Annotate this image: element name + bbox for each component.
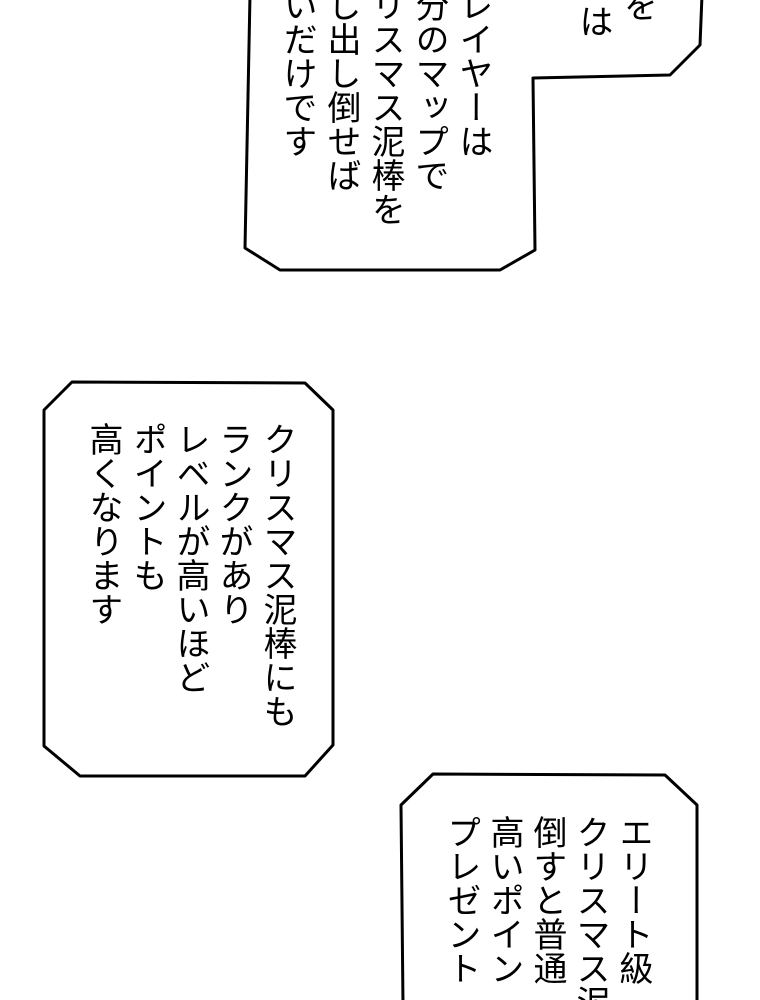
bubble-line: 高くなります [83,422,123,626]
bubble-line: プレゼント [444,815,481,985]
speech-bubble-middle-text: クリスマス泥棒にも ランクがあり レベルが高いほど ポイントも 高くなります [83,422,297,742]
bubble-line: し出し倒せば [321,0,361,192]
bubble-line: ランクがあり [213,422,253,626]
bubble-line: 分のマップで [409,0,449,192]
bubble-line: いだけです [277,0,317,158]
bubble-line: クリスマス泥棒にも [257,422,297,728]
bubble-line: ポイントも [127,422,167,592]
speech-bubble-top-text: レイヤーは 分のマップで リスマス泥棒を し出し倒せば いだけです [277,0,510,248]
speech-bubble-bottom-text: エリート級 クリスマス泥 倒すと普通 高いポイン プレゼント [444,815,664,1000]
speech-bubble-middle-outline [42,380,335,778]
speech-bubble-top-right-text: を は [570,0,660,48]
bubble-line: 倒すと普通 [527,815,567,985]
bubble-line: 高いポイン [484,815,524,985]
speech-bubble-bottom-outline [399,772,699,1000]
speech-bubble-top-outline [243,0,704,272]
bubble-line: レイヤーは [453,0,493,158]
bubble-line: は [573,4,613,38]
bubble-line: を [617,0,657,22]
bubble-line: エリート級 [613,815,653,985]
bubble-line: リスマス泥棒を [365,0,405,226]
bubble-line: レベルが高いほど [170,422,210,694]
bubble-line: クリスマス泥 [570,815,610,1000]
